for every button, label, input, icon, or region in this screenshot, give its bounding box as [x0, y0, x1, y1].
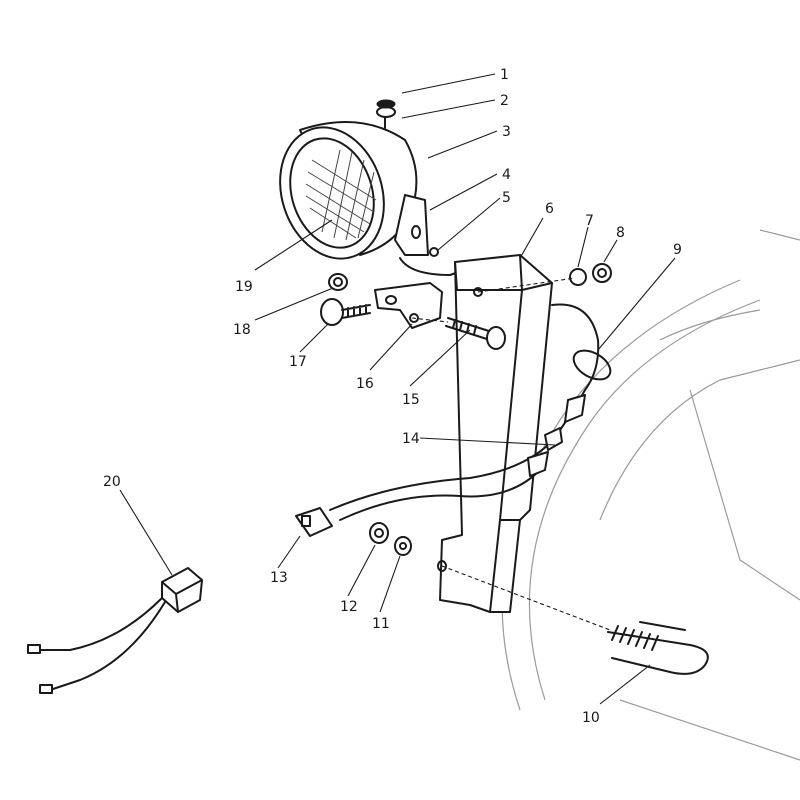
callout-15: 15 [402, 392, 420, 408]
washer-7 [569, 268, 587, 286]
callout-19: 19 [235, 279, 253, 295]
bolt-15 [445, 317, 506, 350]
callout-6: 6 [545, 201, 554, 217]
callout-4: 4 [502, 167, 511, 183]
connector-14c [527, 451, 549, 477]
callout-17: 17 [289, 354, 307, 370]
connector-14b [544, 427, 563, 451]
bracket-plate [374, 282, 443, 329]
callout-18: 18 [233, 322, 251, 338]
callout-16: 16 [356, 376, 374, 392]
mounting-post [437, 254, 553, 613]
cap [376, 99, 396, 109]
callout-9: 9 [673, 242, 682, 258]
callout-20: 20 [103, 474, 121, 490]
u-bolt [607, 621, 709, 675]
callout-8: 8 [616, 225, 625, 241]
alignment-lines [411, 277, 611, 631]
callout-7: 7 [585, 213, 594, 229]
relay-assembly-20 [27, 567, 203, 694]
callout-1: 1 [500, 67, 509, 83]
connector-14a [564, 394, 586, 423]
callout-11: 11 [372, 616, 390, 632]
lamp-bracket [394, 194, 429, 256]
callout-12: 12 [340, 599, 358, 615]
nut-18 [328, 273, 348, 291]
leader-lines [119, 73, 676, 705]
callout-13: 13 [270, 570, 288, 586]
vehicle-body-outline [501, 229, 800, 761]
carriage-bolt [320, 298, 371, 326]
callout-14: 14 [402, 431, 420, 447]
washer-11 [394, 536, 412, 556]
nut-12 [369, 522, 389, 544]
callout-labels: 1 2 3 4 5 6 7 8 9 10 11 12 13 14 15 16 1… [103, 67, 682, 726]
lamp-lens-grid [305, 149, 377, 241]
lamp-wire [399, 257, 471, 276]
lamp-assembly [279, 99, 439, 260]
plug-connector-13 [295, 507, 333, 537]
callout-3: 3 [502, 124, 511, 140]
callout-10: 10 [582, 710, 600, 726]
callout-2: 2 [500, 93, 509, 109]
washer-5 [429, 247, 439, 257]
cable-tie [572, 349, 612, 381]
callout-5: 5 [502, 190, 511, 206]
nut-8 [592, 263, 612, 283]
